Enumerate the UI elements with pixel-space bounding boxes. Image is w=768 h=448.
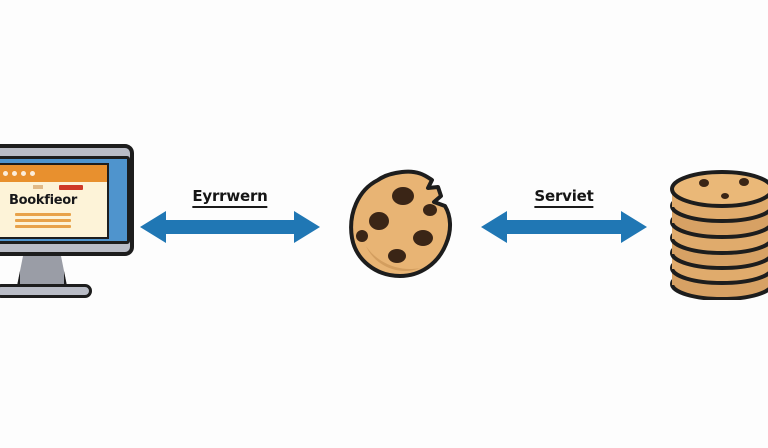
monitor-bezel: Bookfieor [0,144,134,256]
header-dot-icon [21,171,26,176]
browser-page-title: Bookfieor [9,193,77,208]
chocolate-chip [356,230,368,242]
arrow-cookie-server: Serviet [481,187,647,246]
arrow-cookie-server-label: Serviet [534,187,594,208]
chocolate-chip [739,178,749,186]
cookie-stack [668,156,768,301]
chocolate-chip [392,187,414,205]
header-dot-icon [12,171,17,176]
browser-page: Bookfieor [0,163,109,239]
page-accent-button[interactable] [59,185,83,190]
body-line [15,219,71,222]
body-line [15,213,71,216]
arrow-browser-cookie: Eyrrwern [140,187,320,246]
chocolate-chip [699,179,709,187]
monitor-screen: Bookfieor [0,156,130,244]
cookie-icon [349,169,452,278]
cookie-stack-icon [670,170,768,301]
browser-computer-monitor: Bookfieor [0,144,142,308]
browser-subheader-row [0,185,101,191]
chocolate-chip [413,230,433,246]
header-dot-icon [30,171,35,176]
subheader-placeholder-mid [33,185,43,189]
bidirectional-arrow-icon [481,211,647,243]
arrow-browser-cookie-label: Eyrrwern [192,187,268,208]
browser-body-lines [15,213,71,231]
chocolate-chip [721,193,729,199]
chocolate-chip [423,204,437,216]
browser-header-bar [0,165,107,182]
bidirectional-arrow-icon [140,211,320,243]
monitor-stand-neck [17,256,67,286]
header-dot-icon [3,171,8,176]
chocolate-chip [388,249,406,263]
monitor-stand-base [0,284,92,298]
chocolate-chip [369,212,389,230]
body-line [15,225,71,228]
single-cookie [348,168,456,280]
